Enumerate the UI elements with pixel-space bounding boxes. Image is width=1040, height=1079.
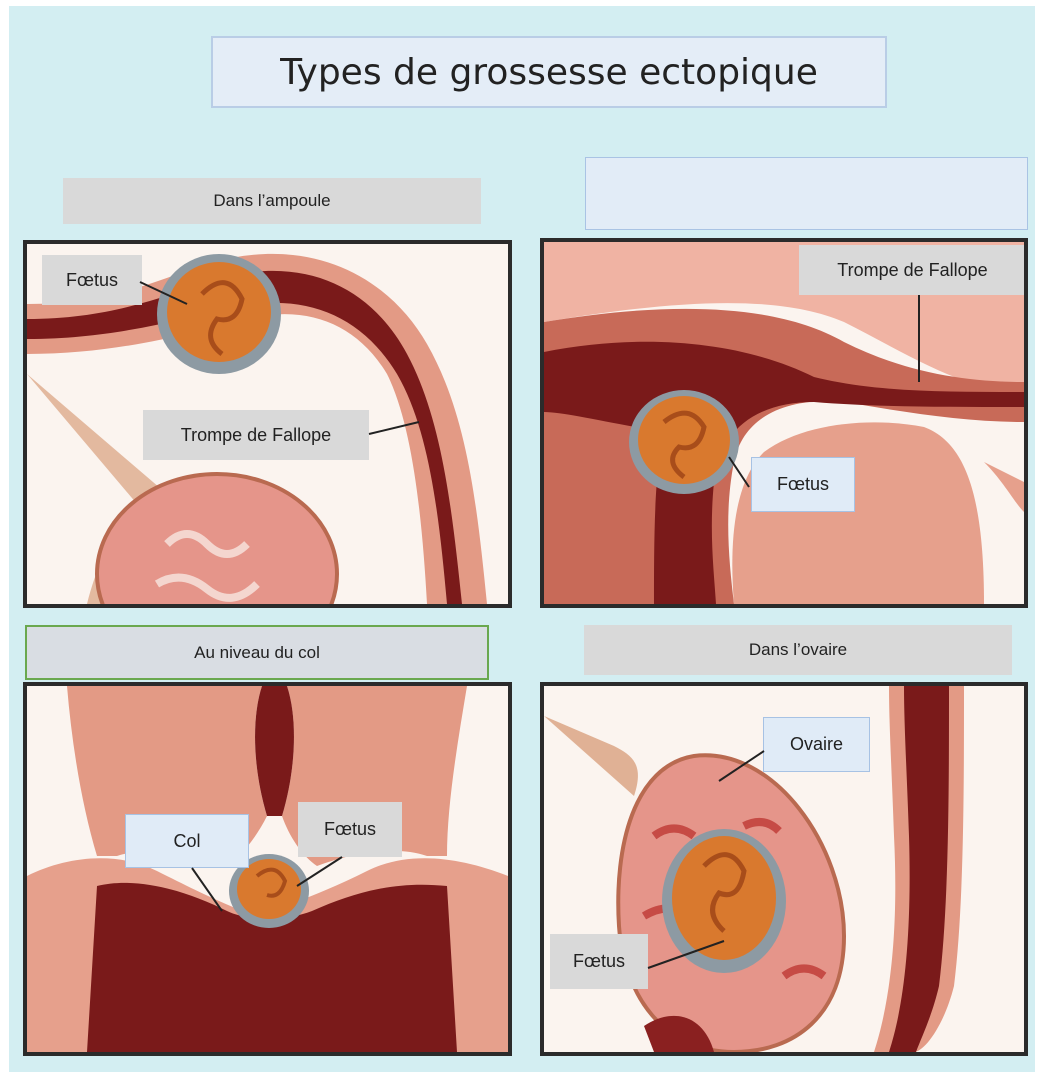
panel-trompe: Trompe de Fallope Fœtus [540,238,1028,608]
label-ovaire: Ovaire [763,717,870,772]
caption-ovaire: Dans l’ovaire [584,625,1012,675]
panel-ampoule: Fœtus Trompe de Fallope [23,240,512,608]
panel-col: Col Fœtus [23,682,512,1056]
label-trompe: Trompe de Fallope [143,410,369,460]
page-title: Types de grossesse ectopique [211,36,887,108]
caption-col: Au niveau du col [25,625,489,680]
label-foetus: Fœtus [751,457,855,512]
label-foetus: Fœtus [42,255,142,305]
illustration-trompe [544,242,1024,604]
panel-ovaire: Ovaire Fœtus [540,682,1028,1056]
caption-ampoule: Dans l’ampoule [63,178,481,224]
label-foetus: Fœtus [298,802,402,857]
label-foetus: Fœtus [550,934,648,989]
illustration-col [27,686,508,1052]
label-trompe: Trompe de Fallope [799,245,1026,295]
caption-top-right [585,157,1028,230]
label-col: Col [125,814,249,868]
